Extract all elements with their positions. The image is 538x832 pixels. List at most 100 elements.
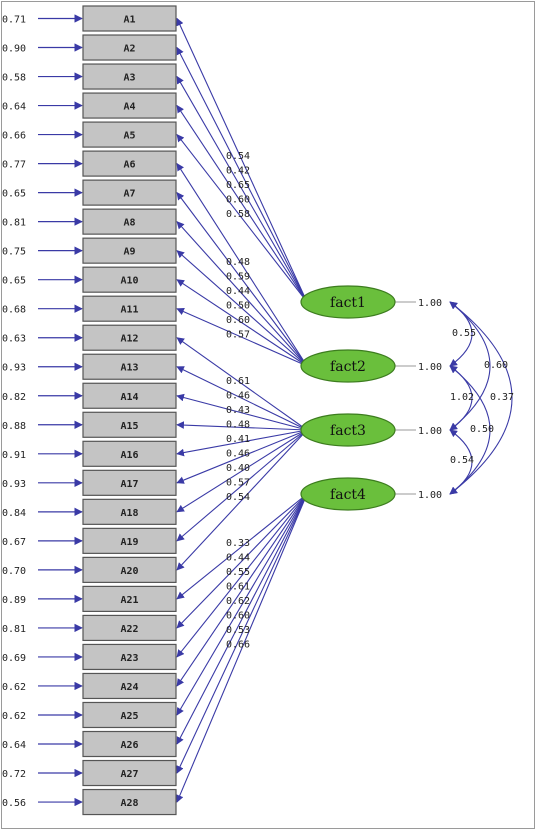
indicator-label: A10 [120, 276, 138, 287]
indicator-label: A4 [123, 102, 135, 113]
indicator-label: A3 [123, 73, 135, 84]
indicator-box [82, 382, 177, 409]
error-variance-label: 0.81 [2, 624, 26, 635]
indicator-box [82, 788, 177, 816]
loading-label: 0.46 [226, 391, 250, 402]
indicator-box [82, 498, 177, 525]
indicator-box [82, 121, 177, 148]
indicator-box [82, 208, 177, 235]
indicator-box [82, 585, 177, 613]
error-variance-label: 0.58 [2, 73, 26, 84]
correlation-label: 0.60 [484, 360, 508, 371]
loading-path [176, 493, 308, 774]
error-variance-label: 0.65 [2, 189, 26, 200]
loading-label: 0.42 [226, 166, 250, 177]
loading-label: 0.57 [226, 330, 250, 341]
loading-path [176, 429, 308, 513]
loading-path [176, 192, 308, 367]
indicator-label: A22 [120, 624, 138, 635]
loading-path [176, 17, 308, 303]
factor-ellipse [300, 285, 396, 319]
loading-path [176, 221, 308, 367]
indicator-box [82, 34, 177, 61]
loading-label: 0.46 [226, 449, 250, 460]
factor-variance-label: 1.00 [418, 298, 442, 309]
indicator-label: A9 [123, 247, 135, 258]
error-variance-label: 0.63 [2, 334, 26, 345]
loading-label: 0.60 [226, 611, 250, 622]
indicator-label: A15 [120, 421, 138, 432]
loading-label: 0.60 [226, 315, 250, 326]
loading-label: 0.53 [226, 625, 250, 636]
loading-path [176, 493, 308, 658]
error-variance-label: 0.89 [2, 595, 26, 606]
indicator-box [82, 150, 177, 177]
loading-label: 0.61 [226, 376, 250, 387]
loading-label: 0.62 [226, 596, 250, 607]
loading-label: 0.60 [226, 195, 250, 206]
indicator-box [82, 730, 177, 758]
indicator-label: A26 [120, 740, 138, 751]
correlation-label: 0.54 [450, 455, 474, 466]
loading-path [176, 337, 308, 431]
loading-label: 0.40 [226, 463, 250, 474]
correlation-label: 0.55 [452, 328, 476, 339]
indicator-label: A21 [120, 595, 138, 606]
indicator-box [82, 527, 177, 554]
indicator-label: A27 [120, 769, 138, 780]
error-variance-label: 0.71 [2, 15, 26, 26]
factor-label: fact2 [330, 359, 366, 375]
error-variance-label: 0.56 [2, 798, 26, 809]
loading-label: 0.66 [226, 640, 250, 651]
factor-variance-label: 1.00 [418, 490, 442, 501]
loading-label: 0.54 [226, 151, 250, 162]
loading-label: 0.48 [226, 420, 250, 431]
indicator-box [82, 266, 177, 293]
loading-path [176, 162, 308, 367]
error-variance-label: 0.88 [2, 421, 26, 432]
indicator-label: A8 [123, 218, 135, 229]
error-variance-label: 0.65 [2, 276, 26, 287]
indicator-box [82, 5, 177, 32]
factor-variance-label: 1.00 [418, 426, 442, 437]
indicator-label: A13 [120, 363, 138, 374]
correlation-label: 0.37 [490, 392, 514, 403]
error-variance-label: 0.68 [2, 305, 26, 316]
indicator-label: A20 [120, 566, 138, 577]
error-variance-label: 0.81 [2, 218, 26, 229]
indicator-label: A1 [123, 15, 135, 26]
loading-path [176, 429, 308, 542]
indicator-label: A23 [120, 653, 138, 664]
loading-path [176, 104, 308, 303]
indicator-box [82, 295, 177, 322]
loading-path [176, 429, 308, 484]
correlation-label: 1.02 [450, 392, 474, 403]
loading-label: 0.59 [226, 272, 250, 283]
loading-label: 0.55 [226, 567, 250, 578]
loading-label: 0.57 [226, 478, 250, 489]
factor-label: fact4 [330, 487, 366, 503]
indicator-box [82, 614, 177, 642]
loading-path [176, 493, 308, 716]
loading-path [176, 366, 308, 431]
indicator-box [82, 643, 177, 671]
error-variance-label: 0.67 [2, 537, 26, 548]
indicator-label: A24 [120, 682, 138, 693]
error-variance-label: 0.70 [2, 566, 26, 577]
indicator-label: A7 [123, 189, 135, 200]
indicator-box [82, 92, 177, 119]
error-variance-label: 0.69 [2, 653, 26, 664]
loading-path [176, 493, 308, 745]
indicator-box [82, 469, 177, 496]
loading-path [176, 133, 308, 303]
indicator-label: A12 [120, 334, 138, 345]
loading-label: 0.33 [226, 538, 250, 549]
indicator-label: A14 [120, 392, 138, 403]
error-variance-label: 0.82 [2, 392, 26, 403]
indicator-box [82, 324, 177, 351]
error-variance-label: 0.84 [2, 508, 26, 519]
error-variance-label: 0.90 [2, 44, 26, 55]
loading-path [176, 493, 308, 600]
loading-label: 0.43 [226, 405, 250, 416]
